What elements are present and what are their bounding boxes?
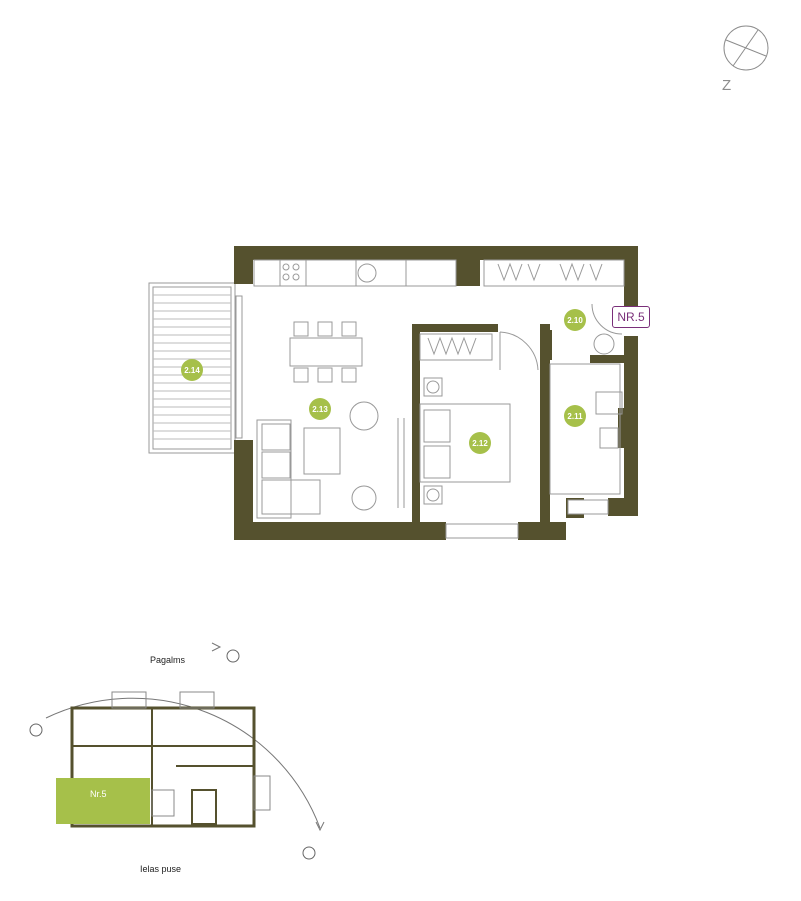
room-badge-2-10: 2.10: [564, 309, 586, 331]
north-letter: Z: [722, 77, 732, 94]
room-badge-2-13: 2.13: [309, 398, 331, 420]
room-badge-2-14: 2.14: [181, 359, 203, 381]
key-plan-bottom-label: Ielas puse: [140, 864, 182, 874]
kitchen-counter: [253, 259, 457, 287]
walls: [234, 246, 638, 540]
apartment-label: NR.5: [612, 306, 650, 328]
living-furniture: [256, 401, 405, 519]
sun-icon: [29, 649, 316, 860]
windows: [235, 295, 609, 539]
room-badge-2-12: 2.12: [469, 432, 491, 454]
wardrobe-hall: [483, 259, 625, 287]
room-badge-2-11: 2.11: [564, 405, 586, 427]
dining-set: [289, 321, 363, 383]
bathroom-fixtures: [549, 303, 623, 495]
key-plan-top-label: Pagalms: [150, 655, 186, 665]
key-plan: [29, 642, 325, 860]
bedroom-furniture: [419, 331, 539, 505]
compass-icon: [723, 25, 769, 71]
key-plan-unit-label: Nr.5: [90, 789, 107, 799]
